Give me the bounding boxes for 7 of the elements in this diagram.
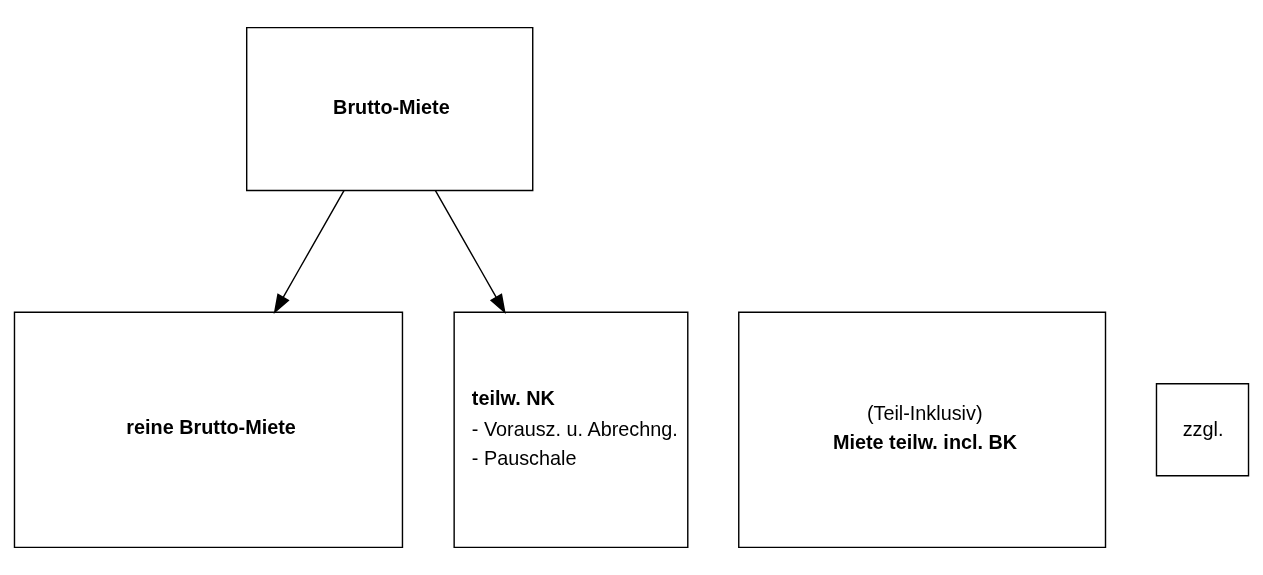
node-box: reine Brutto-Miete: [13, 311, 404, 549]
arrow: [273, 190, 345, 315]
node-box: zzgl.: [1155, 383, 1250, 477]
node-box: Brutto-Miete: [246, 26, 534, 192]
node-box: teilw. NK - Vorausz. u. Abrechng. - Pauschale: [453, 311, 689, 549]
node-box: (Teil-Inklusiv) Miete teilw. incl. BK: [738, 311, 1107, 549]
arrow: [434, 190, 506, 315]
